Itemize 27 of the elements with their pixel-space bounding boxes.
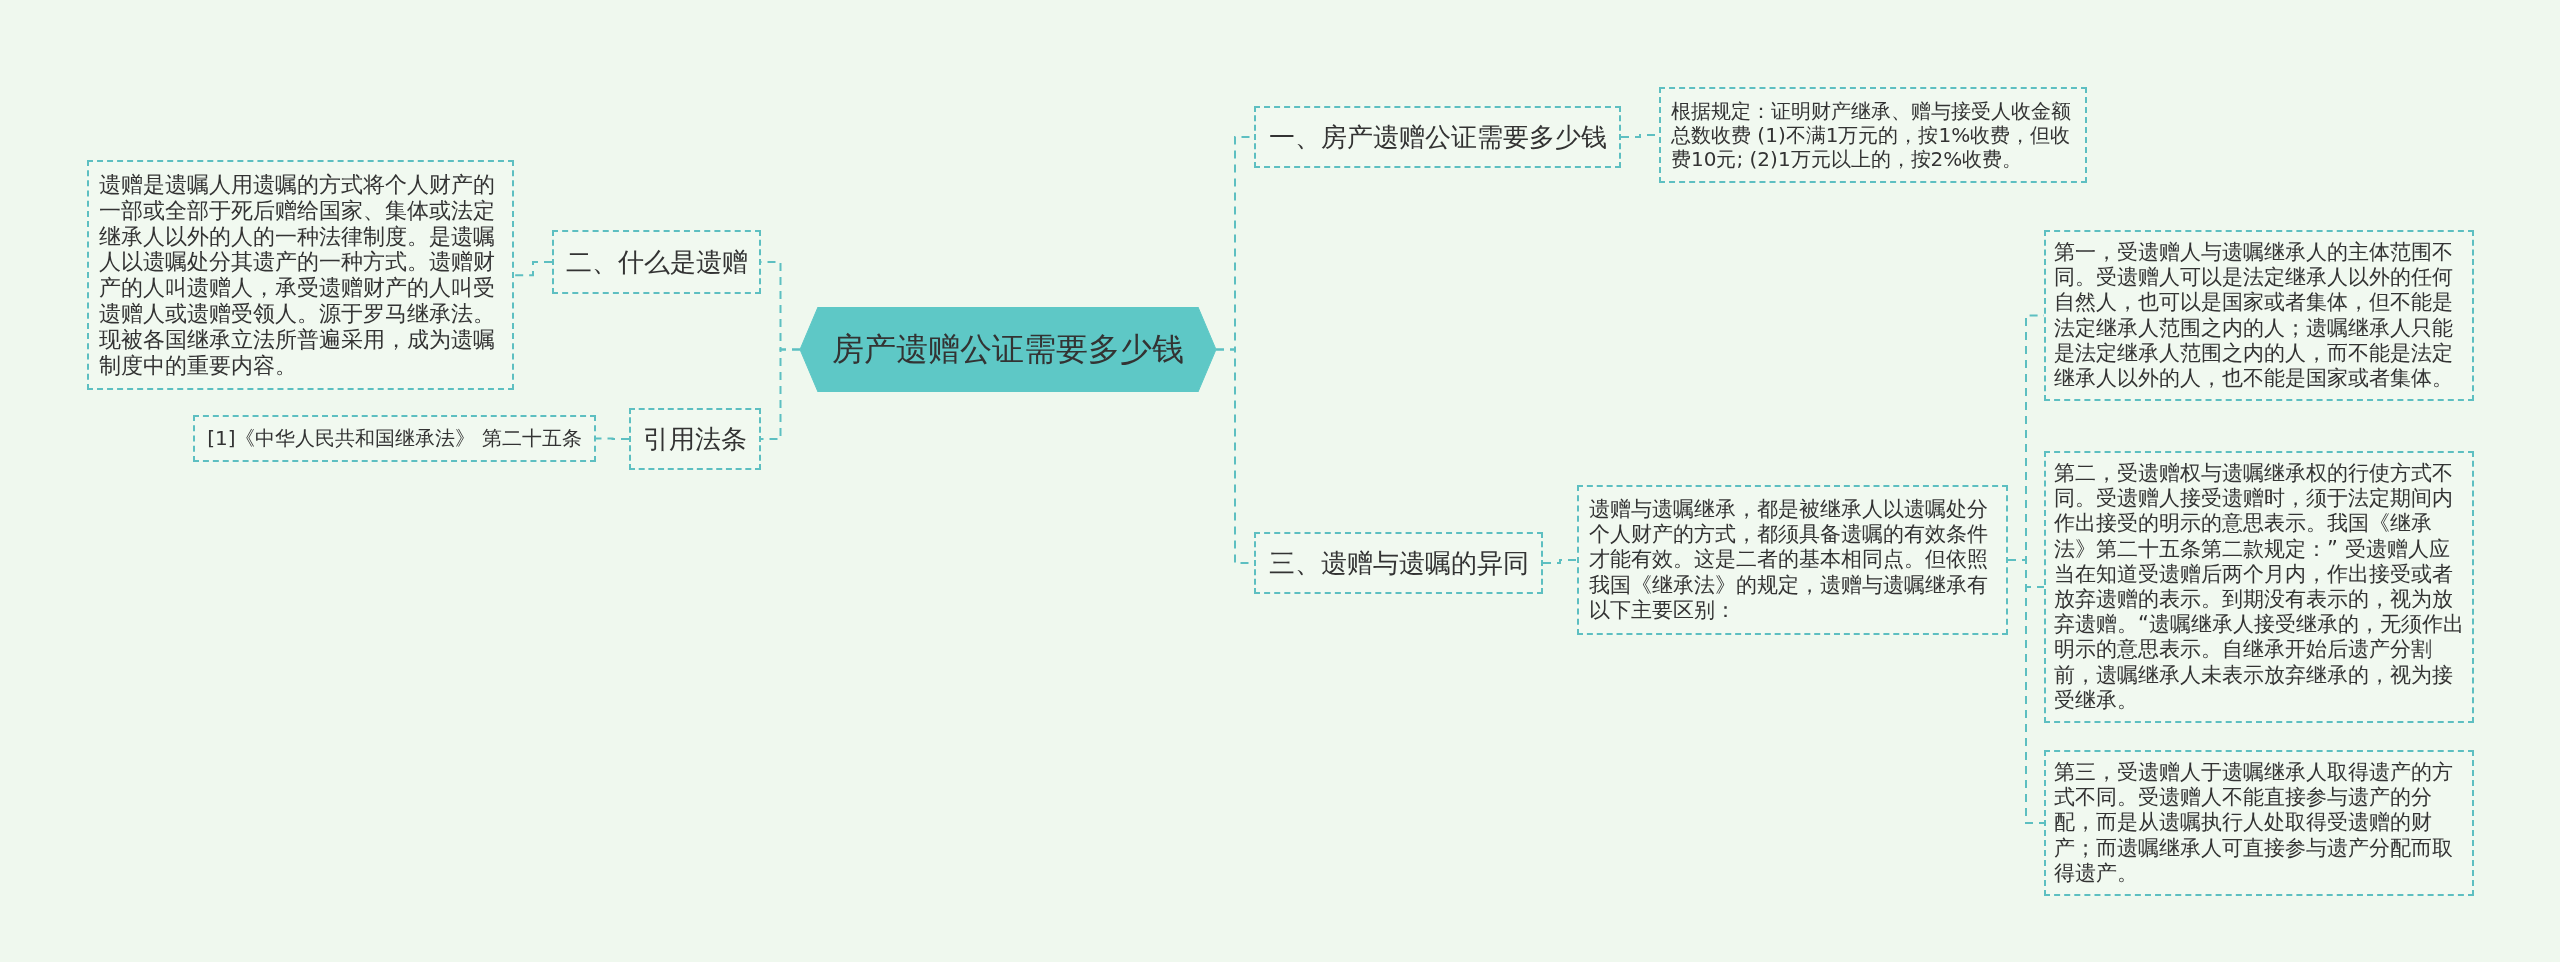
branch-title: 二、什么是遗赠	[565, 245, 748, 279]
text-card	[1577, 485, 2008, 635]
text-card	[2044, 230, 2474, 402]
branch-box	[1254, 106, 1621, 168]
text-card	[2044, 750, 2474, 896]
branch-box	[1254, 532, 1543, 594]
connector	[595, 437, 630, 440]
branch-box	[552, 230, 761, 294]
text-card	[1659, 87, 2087, 183]
body-text: 遗赠是遗嘱人用遗嘱的方式将个人财产的一部或全部于死后赠给国家、集体或法定继承人以外的人的一种法律制度。是遗嘱人以遗嘱处分其遗产的一种方式。遗赠财产的人叫遗赠人，承受遗赠财产的人叫受遗赠人或遗赠受领人。源于罗马继承法。现被各国继承立法所普遍采用，成为遗嘱制度中的重要内容。	[99, 172, 496, 379]
topic-hexagon	[800, 307, 1216, 392]
body-text: 根据规定：证明财产继承、赠与接受人收金额总数收费 (1)不满1万元的，按1%收费，但收费10元; (2)1万元以上的，按2%收费。	[1671, 99, 2072, 171]
text-card	[87, 160, 514, 391]
branch-box	[629, 408, 761, 470]
branch-title: 三、遗赠与遗嘱的异同	[1268, 546, 1529, 580]
branch-title: 引用法条	[643, 422, 747, 456]
topic-title: 房产遗赠公证需要多少钱	[832, 328, 1184, 370]
connector	[513, 261, 553, 277]
body-text: 第一，受遗赠人与遗嘱继承人的主体范围不同。受遗赠人可以是法定继承人以外的任何自然人，也可以是国家或者集体，但不能是法定继承人范围之内的人；遗嘱继承人只能是法定继承人范围之内的人，而不能是法定继承人以外的人，也不能是国家或者集体。	[2054, 240, 2454, 392]
branch-title: 一、房产遗赠公证需要多少钱	[1268, 120, 1607, 154]
body-text: 第二，受遗赠权与遗嘱继承权的行使方式不同。受遗赠人接受遗赠时，须于法定期间内作出接受的明示的意思表示。我国《继承法》第二十五条第二款规定：” 受遗赠人应当在知道受遗赠后两个月内，作出接受或者放弃遗赠的表示。到期没有表示的，视为放弃遗赠。“遗嘱继承人接受继承的，无须作出明示的意思表示。自继承开始后遗产分割前，遗嘱继承人未表示放弃继承的，视为接受继承。	[2054, 461, 2464, 714]
connector	[1542, 559, 1578, 564]
connector	[760, 348, 801, 440]
body-text: 遗赠与遗嘱继承，都是被继承人以遗嘱处分个人财产的方式，都须具备遗嘱的有效条件才能有效。这是二者的基本相同点。但依照我国《继承法》的规定，遗赠与遗嘱继承有以下主要区别：	[1589, 497, 1989, 623]
body-text: 第三，受遗赠人于遗嘱继承人取得遗产的方式不同。受遗赠人不能直接参与遗产的分配，而是从遗嘱执行人处取得受遗赠的财产；而遗嘱继承人可直接参与遗产分配而取得遗产。	[2054, 760, 2454, 886]
branch-box	[193, 415, 596, 462]
branch-title: [1]《中华人民共和国继承法》 第二十五条	[207, 425, 582, 452]
